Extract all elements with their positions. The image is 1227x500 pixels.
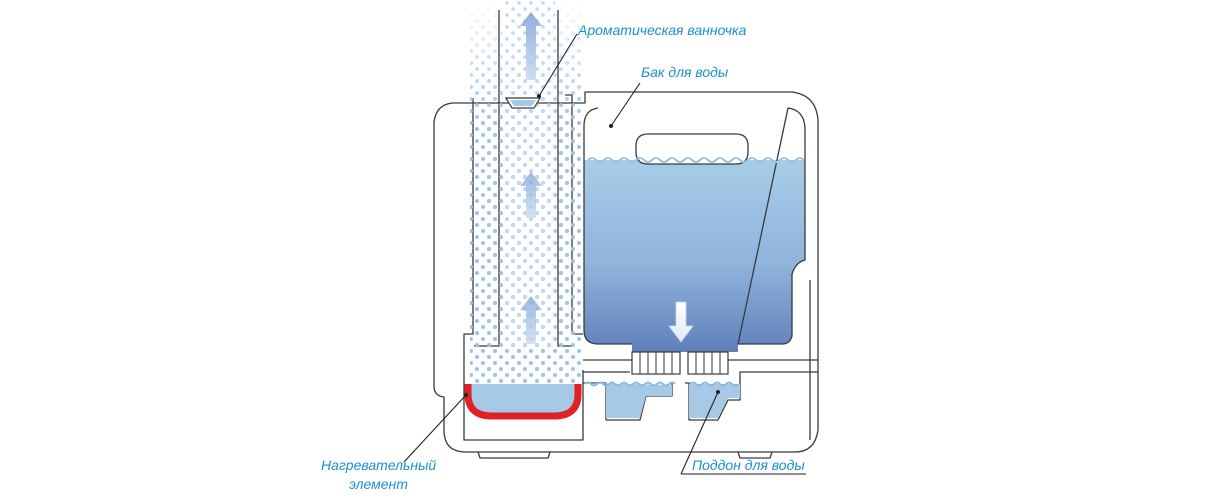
label-heating-element-line1: Нагревательный xyxy=(321,457,436,473)
label-heating-element-line2: элемент xyxy=(349,476,408,492)
up-arrow-icon xyxy=(520,296,542,344)
label-aroma-tray: Ароматическая ванночка xyxy=(577,22,747,38)
heating-element xyxy=(464,384,582,420)
up-arrow-icon xyxy=(520,172,542,218)
up-arrow-icon xyxy=(520,12,542,80)
label-water-tank: Бак для воды xyxy=(641,64,729,80)
label-water-pan: Поддон для воды xyxy=(692,457,805,473)
water-pan-fill xyxy=(583,381,740,418)
aroma-tray xyxy=(504,97,542,109)
tank-valve xyxy=(631,351,729,375)
leader-lines xyxy=(403,33,806,475)
heating-chamber xyxy=(464,384,582,420)
down-arrow-icon xyxy=(668,301,694,343)
water-tank xyxy=(583,107,806,352)
